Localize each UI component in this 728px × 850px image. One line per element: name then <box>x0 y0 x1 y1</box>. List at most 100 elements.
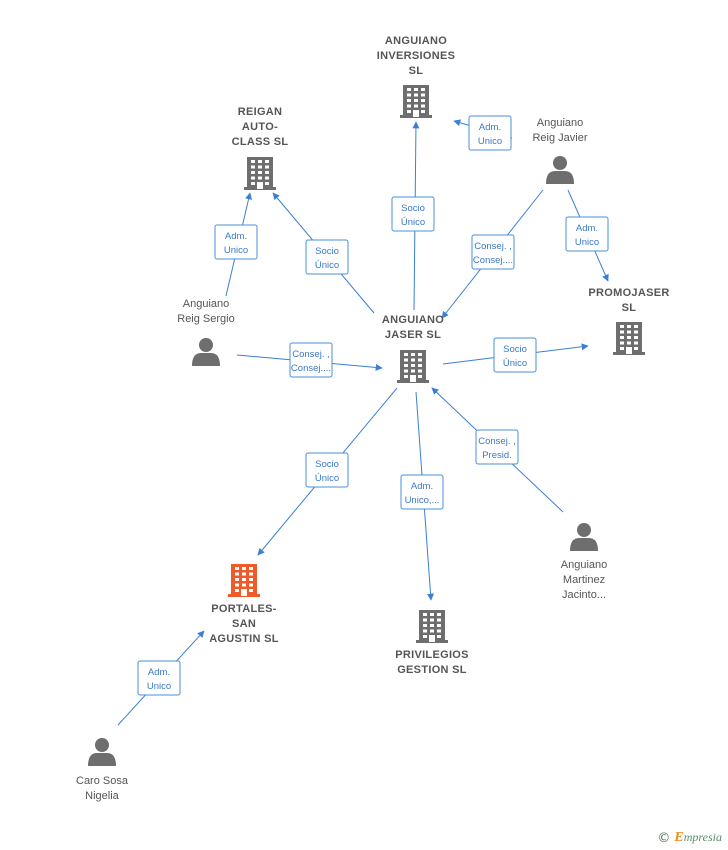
edge-label-line: Socio <box>315 459 339 470</box>
node-label-line: ANGUIANO <box>382 314 444 326</box>
edge-label-box <box>400 474 444 510</box>
edge-label-line: Consej. , <box>292 349 330 360</box>
edge-label-line: Unico <box>478 136 502 147</box>
edge[interactable]: Consej. , Presid. <box>431 387 564 513</box>
edge-label-box <box>493 337 537 373</box>
node-label-line: PRIVILEGIOS <box>395 649 469 661</box>
brand-logo[interactable]: Empresia <box>674 830 722 846</box>
edge-label-box <box>214 224 258 260</box>
edge-label-line: Unico <box>575 237 599 248</box>
edge[interactable]: Adm. Unico <box>453 115 513 151</box>
edge-label-line: Consej. , <box>478 436 516 447</box>
edge-label-line: Adm. <box>225 231 247 242</box>
edge-label-line: Consej. , <box>474 241 512 252</box>
brand-initial: E <box>674 830 684 845</box>
building-icon <box>244 157 276 190</box>
edge-label-line: Consej.... <box>473 255 513 266</box>
node-label-line: Nigelia <box>85 790 120 802</box>
node-label-line: PORTALES- <box>211 603 276 615</box>
node-label-line: CLASS SL <box>232 136 289 148</box>
building-icon <box>400 85 432 118</box>
person-icon <box>570 523 598 551</box>
edge[interactable]: Adm. Unico <box>214 192 258 297</box>
edge-label-box <box>565 216 609 252</box>
edge-label-line: Presid. <box>482 450 512 461</box>
node-label-line: SAN <box>232 618 256 630</box>
building-icon <box>416 610 448 643</box>
node-label-line: Anguiano <box>561 559 608 571</box>
brand-name: mpresia <box>683 830 722 844</box>
node-label-line: INVERSIONES <box>377 50 456 62</box>
node-label-line: SL <box>622 302 637 314</box>
person-icon <box>88 738 116 766</box>
building-icon <box>228 564 260 597</box>
building-icon <box>613 322 645 355</box>
person-icon <box>192 338 220 366</box>
edge-label-line: Único <box>315 260 339 271</box>
node-label-line: ANGUIANO <box>385 35 447 47</box>
edge-label-line: Unico <box>147 681 171 692</box>
company-node[interactable]: PROMOJASER SL <box>588 287 669 355</box>
edge[interactable]: Consej. , Consej.... <box>441 189 544 319</box>
edge-label-box <box>305 239 349 275</box>
company-node[interactable]: PRIVILEGIOS GESTION SL <box>395 610 469 676</box>
edge-label-line: Consej.... <box>291 363 331 374</box>
edge[interactable]: Adm. Unico,... <box>400 391 444 601</box>
node-label-line: GESTION SL <box>397 664 467 676</box>
edge-label-line: Único <box>315 473 339 484</box>
copyright-icon: © <box>657 830 671 846</box>
edge-label-box <box>305 452 349 488</box>
footer-brand: © Empresia <box>657 830 722 846</box>
company-node[interactable]: REIGAN AUTO- CLASS SL <box>232 106 289 190</box>
node-label-line: AGUSTIN SL <box>209 633 279 645</box>
edge[interactable]: Adm. Unico <box>565 189 609 282</box>
edge-label-box <box>289 342 333 378</box>
edge[interactable]: Adm. Unico <box>117 630 205 726</box>
node-label-line: PROMOJASER <box>588 287 669 299</box>
nodes-layer: ANGUIANO INVERSIONES SL REIGAN AUTO- CLASS SL… <box>76 35 669 802</box>
company-node[interactable]: PORTALES- SAN AGUSTIN SL <box>209 564 279 645</box>
edge-label-line: Socio <box>503 344 527 355</box>
node-label-line: JASER SL <box>385 329 441 341</box>
edge-label-line: Unico <box>224 245 248 256</box>
edge-label-line: Unico,... <box>405 495 440 506</box>
company-node[interactable]: ANGUIANO JASER SL <box>382 314 444 383</box>
edge-label-line: Socio <box>315 246 339 257</box>
edge-label-box <box>391 196 435 232</box>
node-label-line: SL <box>409 65 424 77</box>
node-label-line: AUTO- <box>242 121 278 133</box>
edge[interactable]: Consej. , Consej.... <box>236 342 383 378</box>
company-node[interactable]: ANGUIANO INVERSIONES SL <box>377 35 456 118</box>
edge-label-box <box>471 234 515 270</box>
person-node[interactable]: AnguianoMartinezJacinto... <box>561 523 608 601</box>
building-icon <box>397 350 429 383</box>
node-label-line: Reig Javier <box>532 132 587 144</box>
edge-label-line: Adm. <box>576 223 598 234</box>
node-label-line: Martinez <box>563 574 605 586</box>
node-label-line: Anguiano <box>183 298 230 310</box>
edge-label-box <box>137 660 181 696</box>
edge-label-box <box>468 115 512 151</box>
edge-label-line: Socio <box>401 203 425 214</box>
edge-label-line: Adm. <box>148 667 170 678</box>
edge-label-line: Adm. <box>411 481 433 492</box>
node-label-line: Anguiano <box>537 117 584 129</box>
edge-label-line: Adm. <box>479 122 501 133</box>
edge-label-line: Único <box>503 358 527 369</box>
person-icon <box>546 156 574 184</box>
edge-label-box <box>475 429 519 465</box>
node-label-line: Jacinto... <box>562 589 606 601</box>
edge-label-line: Único <box>401 217 425 228</box>
node-label-line: Reig Sergio <box>177 313 234 325</box>
node-label-line: REIGAN <box>238 106 283 118</box>
node-label-line: Caro Sosa <box>76 775 129 787</box>
